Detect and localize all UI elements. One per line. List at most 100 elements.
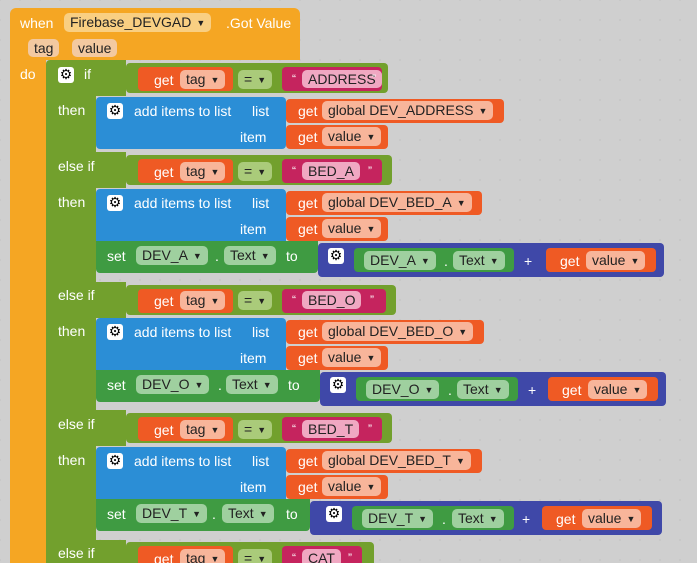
quote-icon: ” (372, 72, 376, 86)
chevron-down-icon: ▼ (192, 509, 202, 519)
get-label: get (556, 511, 576, 527)
tag-dropdown[interactable]: tag▼ (180, 70, 226, 89)
quote-icon: “ (292, 422, 296, 436)
tag-dropdown[interactable]: tag▼ (180, 549, 226, 563)
then-label-4: then (58, 452, 86, 468)
text-value-cat[interactable]: CAT (302, 549, 341, 563)
chevron-down-icon: ▼ (257, 75, 267, 85)
component-dropdown-dev-o[interactable]: DEV_O▼ (136, 375, 210, 394)
chevron-down-icon: ▼ (366, 353, 376, 363)
equals-dropdown[interactable]: =▼ (238, 420, 273, 439)
equals-dropdown[interactable]: =▼ (238, 162, 273, 181)
quote-icon: ” (370, 293, 374, 307)
param-value[interactable]: value (72, 39, 118, 57)
tag-dropdown[interactable]: tag▼ (180, 420, 226, 439)
value-dropdown[interactable]: value▼ (322, 219, 382, 238)
chevron-down-icon: ▼ (366, 482, 376, 492)
property-dropdown[interactable]: Text▼ (226, 375, 278, 394)
tag-dropdown[interactable]: tag▼ (180, 162, 226, 181)
chevron-down-icon: ▼ (489, 256, 499, 266)
equals-dropdown[interactable]: =▼ (238, 549, 273, 563)
property-dropdown[interactable]: Text▼ (222, 504, 274, 523)
add-items-block-2[interactable] (96, 189, 286, 241)
component-dropdown-dev-o[interactable]: DEV_O▼ (366, 380, 440, 399)
set-label: set (107, 377, 126, 393)
add-items-label: add items to list (134, 324, 232, 340)
param-tag[interactable]: tag (28, 39, 60, 57)
chevron-down-icon: ▼ (210, 296, 220, 306)
value-dropdown[interactable]: value▼ (586, 251, 646, 270)
text-value-bed-a[interactable]: BED_A (302, 162, 360, 180)
add-items-gear-icon[interactable] (107, 101, 123, 119)
when-label: when (20, 15, 54, 31)
property-dropdown[interactable]: Text▼ (224, 246, 276, 265)
join-gear-icon[interactable] (326, 504, 342, 522)
chevron-down-icon: ▼ (458, 327, 468, 337)
text-value-bed-o[interactable]: BED_O (302, 291, 362, 309)
chevron-down-icon: ▼ (258, 509, 268, 519)
add-items-gear-icon[interactable] (107, 451, 123, 469)
event-block-body (10, 60, 46, 563)
dot-label: . (448, 382, 452, 398)
chevron-down-icon: ▼ (456, 198, 466, 208)
chevron-down-icon: ▼ (424, 385, 434, 395)
if-block[interactable] (46, 60, 96, 563)
value-dropdown[interactable]: value▼ (582, 509, 642, 528)
chevron-down-icon: ▼ (488, 514, 498, 524)
global-dropdown[interactable]: global DEV_BED_O▼ (322, 322, 474, 341)
get-label: get (154, 164, 174, 180)
component-dropdown-dev-t[interactable]: DEV_T▼ (362, 509, 434, 528)
global-dropdown[interactable]: global DEV_ADDRESS▼ (322, 101, 494, 120)
chevron-down-icon: ▼ (420, 256, 430, 266)
value-dropdown[interactable]: value▼ (588, 380, 648, 399)
list-label: list (252, 453, 270, 469)
chevron-down-icon: ▼ (257, 425, 267, 435)
property-dropdown[interactable]: Text▼ (457, 380, 509, 399)
to-label: to (288, 377, 300, 393)
value-dropdown[interactable]: value▼ (322, 477, 382, 496)
add-items-block-4[interactable] (96, 447, 286, 499)
property-dropdown[interactable]: Text▼ (453, 251, 505, 270)
equals-dropdown[interactable]: =▼ (238, 291, 273, 310)
text-value-address[interactable]: ADDRESS (302, 70, 382, 88)
add-items-gear-icon[interactable] (107, 193, 123, 211)
list-label: list (252, 324, 270, 340)
global-dropdown[interactable]: global DEV_BED_A▼ (322, 193, 472, 212)
if-gear-icon[interactable] (58, 65, 74, 83)
component-dropdown-dev-a[interactable]: DEV_A▼ (364, 251, 436, 270)
add-items-block-3[interactable] (96, 318, 286, 370)
join-gear-icon[interactable] (328, 246, 344, 264)
add-items-block-1[interactable] (96, 97, 286, 149)
global-dropdown[interactable]: global DEV_BED_T▼ (322, 451, 471, 470)
tag-dropdown[interactable]: tag▼ (180, 291, 226, 310)
get-label: get (298, 129, 318, 145)
text-value-bed-t[interactable]: BED_T (302, 420, 360, 438)
item-label: item (240, 221, 267, 237)
value-dropdown[interactable]: value▼ (322, 127, 382, 146)
chevron-down-icon: ▼ (366, 132, 376, 142)
quote-icon: ” (368, 422, 372, 436)
if-row (96, 60, 126, 96)
add-items-gear-icon[interactable] (107, 322, 123, 340)
then-label-3: then (58, 323, 86, 339)
component-dropdown-dev-a[interactable]: DEV_A▼ (136, 246, 208, 265)
if-label: if (84, 66, 91, 82)
get-label: get (298, 324, 318, 340)
chevron-down-icon: ▼ (194, 380, 204, 390)
chevron-down-icon: ▼ (366, 224, 376, 234)
event-name: .Got Value (226, 15, 292, 31)
elseif-row-3 (96, 410, 126, 446)
equals-dropdown[interactable]: =▼ (238, 70, 273, 89)
join-gear-icon[interactable] (330, 375, 346, 393)
chevron-down-icon: ▼ (210, 75, 220, 85)
elseif-row-2 (96, 282, 126, 318)
component-dropdown-dev-t[interactable]: DEV_T▼ (136, 504, 208, 523)
component-dropdown[interactable]: Firebase_DEVGAD▼ (64, 13, 212, 32)
value-dropdown[interactable]: value▼ (322, 348, 382, 367)
elseif-label-1: else if (58, 158, 95, 174)
then-label-1: then (58, 102, 86, 118)
property-dropdown[interactable]: Text▼ (452, 509, 504, 528)
get-label: get (298, 350, 318, 366)
chevron-down-icon: ▼ (257, 296, 267, 306)
